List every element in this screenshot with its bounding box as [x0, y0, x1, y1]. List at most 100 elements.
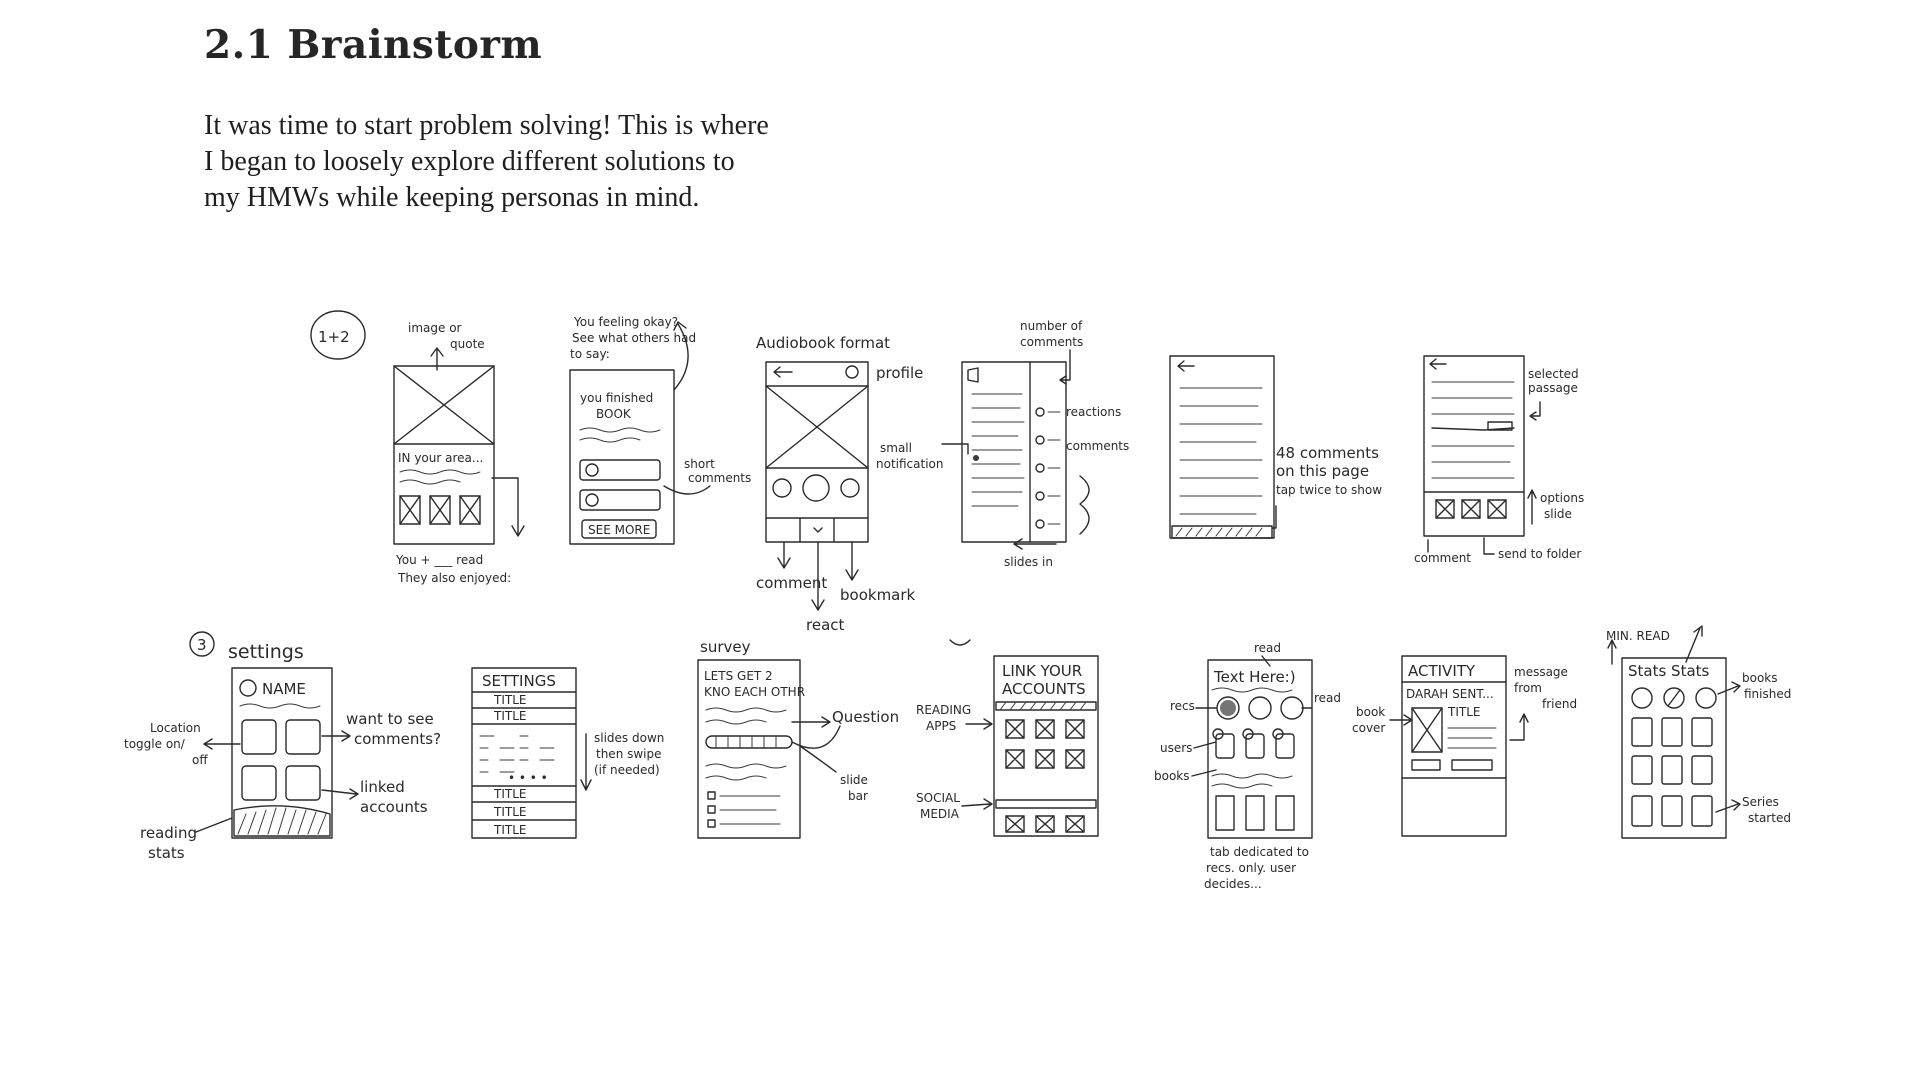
sketch-label: books: [1742, 671, 1778, 685]
sketch-label: 48 comments: [1276, 444, 1379, 462]
sketch-label: TITLE: [493, 709, 526, 723]
sketch-label: MEDIA: [920, 807, 960, 821]
sketch-label: on this page: [1276, 462, 1369, 480]
sketch-label: recs: [1170, 699, 1195, 713]
sketch-label: bookmark: [840, 586, 916, 604]
sketch-label: settings: [228, 641, 304, 663]
sketch-label: want to see: [346, 710, 434, 728]
sketch-image-quote: 1+2 image or quote IN your area... You +…: [310, 310, 525, 585]
dots: • • • •: [508, 771, 548, 785]
sketch-recs-tab: read Text Here:) recs read users books t…: [1154, 641, 1341, 891]
sketch-label: then swipe: [596, 747, 662, 761]
sketch-label: decides...: [1204, 877, 1262, 891]
sketch-label: recs. only. user: [1206, 861, 1296, 875]
sketch-label: profile: [876, 364, 923, 382]
sketch-label: IN your area...: [398, 451, 483, 465]
sketch-label: comment: [1414, 551, 1471, 565]
sketch-label: TITLE: [493, 805, 526, 819]
sketch-label: LETS GET 2: [704, 669, 773, 683]
sketch-label: Text Here:): [1213, 668, 1296, 686]
sketch-label: tap twice to show: [1276, 483, 1382, 497]
sketch-label: APPS: [926, 719, 956, 733]
sketch-label: NAME: [262, 680, 306, 698]
sketch-label: comments?: [354, 730, 441, 748]
sketch-link-accounts: LINK YOUR ACCOUNTS READING APPS SOCIAL M…: [916, 639, 1099, 837]
sketch-settings-profile: 3 settings NAME Location toggle on/ off …: [124, 631, 441, 862]
sketch-label: You feeling okay?: [573, 315, 678, 329]
sketch-label: TITLE: [1447, 705, 1480, 719]
sketch-label: Stats Stats: [1628, 662, 1710, 680]
sketch-label: Location: [150, 721, 201, 735]
sketch-label: survey: [700, 638, 751, 656]
sketch-label: READING: [916, 703, 971, 717]
sketch-label: toggle on/: [124, 737, 186, 751]
sketch-label: SETTINGS: [482, 672, 556, 690]
sketch-label: KNO EACH OTHR: [704, 685, 805, 699]
sketch-label: small: [880, 441, 912, 455]
sketch-label: number of: [1020, 319, 1083, 333]
sketch-label: ACTIVITY: [1408, 662, 1476, 680]
section-title: 2.1 Brainstorm: [204, 22, 543, 68]
sketch-selected-passage: selected passage options slide comment s…: [1414, 355, 1584, 565]
sketch-label: finished: [1744, 687, 1791, 701]
sketch-label: slide: [840, 773, 868, 787]
sketch-activity: ACTIVITY DARAH SENT... TITLE book cover …: [1352, 655, 1577, 837]
sketch-label: comment: [756, 574, 827, 592]
sketch-label: book: [1356, 705, 1385, 719]
sketch-label: reactions: [1066, 405, 1121, 419]
sketch-comments: number of comments reactions comments sm…: [876, 319, 1129, 569]
sketch-label: friend: [1542, 697, 1577, 711]
sketch-label: DARAH SENT...: [1406, 687, 1494, 701]
sketch-survey: survey LETS GET 2 KNO EACH OTHR Question…: [697, 638, 899, 839]
intro-line: my HMWs while keeping personas in mind.: [204, 182, 700, 213]
sketch-label: See what others had: [572, 331, 696, 345]
sketch-label: comments: [1020, 335, 1083, 349]
intro-paragraph: It was time to start problem solving! Th…: [204, 108, 924, 216]
sketch-label: react: [806, 616, 845, 634]
sketch-settings-list: SETTINGS TITLE TITLE • • • • TITLE TITLE…: [471, 667, 664, 839]
sketch-label: Audiobook format: [756, 334, 890, 352]
sketch-label: SOCIAL: [916, 791, 960, 805]
sketch-label: you finished: [580, 391, 653, 405]
sketch-label: options: [1540, 491, 1584, 505]
sketch-canvas: 1+2 image or quote IN your area... You +…: [124, 310, 1791, 891]
sketch-label: tab dedicated to: [1210, 845, 1309, 859]
sketch-label: users: [1160, 741, 1192, 755]
intro-line: It was time to start problem solving! Th…: [204, 110, 769, 141]
sketch-label: Question: [832, 708, 899, 726]
sketch-audiobook: Audiobook format profile comment react b…: [756, 334, 923, 634]
sketch-label: passage: [1528, 381, 1578, 395]
sketch-label: slide: [1544, 507, 1572, 521]
sketch-label: slides down: [594, 731, 664, 745]
intro-line: I began to loosely explore different sol…: [204, 146, 735, 177]
sketch-label: message: [1514, 665, 1568, 679]
sketch-page-comments: 48 comments on this page tap twice to sh…: [1169, 355, 1382, 539]
sketch-stats: MIN. READ Stats Stats books finished Ser…: [1606, 625, 1791, 839]
sketch-label: SEE MORE: [588, 523, 650, 537]
sketch-label: send to folder: [1498, 547, 1581, 561]
sketch-label: reading: [140, 824, 197, 842]
sketch-label: comments: [688, 471, 751, 485]
sketch-label: cover: [1352, 721, 1385, 735]
sketch-label: from: [1514, 681, 1542, 695]
sketch-label: short: [684, 457, 715, 471]
sketch-label: slides in: [1004, 555, 1053, 569]
sketch-label: TITLE: [493, 823, 526, 837]
sketch-label: books: [1154, 769, 1190, 783]
sketch-label: bar: [848, 789, 868, 803]
sketch-label: read: [1314, 691, 1341, 705]
sketch-label: 1+2: [318, 328, 350, 346]
sketch-label: image or: [408, 321, 462, 335]
sketch-label: LINK YOUR: [1002, 662, 1082, 680]
sketch-label: stats: [148, 844, 185, 862]
sketch-label: accounts: [360, 798, 428, 816]
sketch-label: comments: [1066, 439, 1129, 453]
sketch-finished-book: You feeling okay? See what others had to…: [569, 315, 751, 545]
sketch-label: (if needed): [594, 763, 660, 777]
wireframe-sketches: 1+2 image or quote IN your area... You +…: [0, 290, 1920, 930]
sketch-label: BOOK: [596, 407, 632, 421]
sketch-label: You + ___ read: [395, 553, 483, 567]
sketch-label: read: [1254, 641, 1281, 655]
sketch-label: linked: [360, 778, 405, 796]
sketch-label: selected: [1528, 367, 1579, 381]
